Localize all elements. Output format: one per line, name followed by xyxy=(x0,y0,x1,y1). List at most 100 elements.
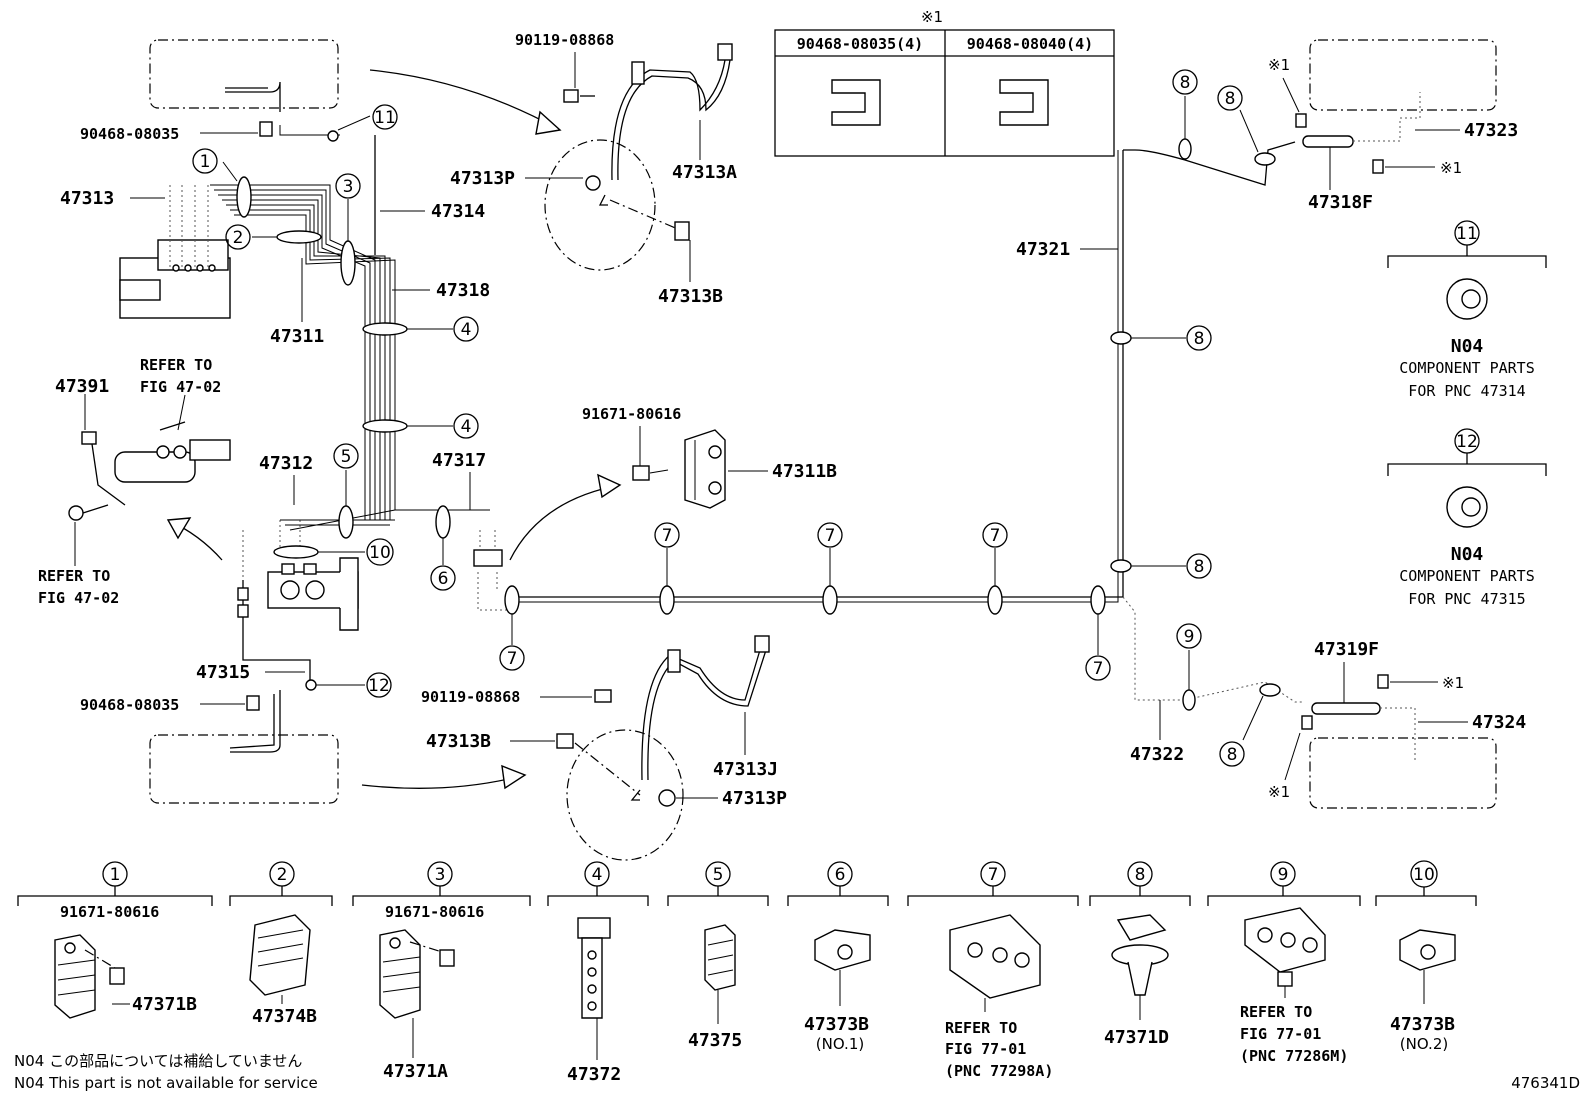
clamp-9 xyxy=(1182,689,1196,711)
front-brake-hose xyxy=(563,43,733,206)
footnote-jp: N04 この部品については補給していません xyxy=(14,1052,302,1070)
bottom-part-10: 10 47373B (NO.2) xyxy=(1375,860,1477,1053)
clamp-6 xyxy=(435,505,451,539)
label-47313A: 47313A xyxy=(672,162,737,183)
diagram-id: 476341D xyxy=(1511,1074,1580,1092)
svg-text:47373B: 47373B xyxy=(1390,1014,1455,1035)
label-47313: 47313 xyxy=(60,188,114,209)
svg-text:7: 7 xyxy=(988,865,999,885)
svg-text:(NO.2): (NO.2) xyxy=(1400,1035,1448,1053)
svg-text:3: 3 xyxy=(435,865,446,885)
joint-block xyxy=(473,549,503,567)
svg-text:※1: ※1 xyxy=(1268,783,1290,801)
bottom-part-2: 2 47374B xyxy=(229,861,333,1027)
brake-pipe-bundle xyxy=(210,184,396,520)
n04-box-12: 12 N04 COMPONENT PARTS FOR PNC 47315 xyxy=(1387,428,1547,608)
bottom-part-5: 5 47375 xyxy=(667,861,769,1051)
svg-text:REFER TO: REFER TO xyxy=(945,1019,1017,1037)
svg-text:5: 5 xyxy=(713,865,724,885)
bolt-47313B-bottom xyxy=(556,733,574,749)
clamp-47311B xyxy=(684,429,726,509)
clamp-8-lower-right xyxy=(1259,683,1281,697)
label-47314: 47314 xyxy=(431,201,485,222)
svg-text:7: 7 xyxy=(662,526,673,546)
label-47313B-top: 47313B xyxy=(658,286,723,307)
svg-text:47375: 47375 xyxy=(688,1030,742,1051)
clip-star-right xyxy=(1372,159,1384,174)
grommet-11 xyxy=(327,130,339,142)
component-parts-a: COMPONENT PARTS xyxy=(1399,359,1534,377)
svg-text:※1: ※1 xyxy=(1440,159,1462,177)
svg-text:8: 8 xyxy=(1225,89,1236,109)
svg-text:12: 12 xyxy=(368,676,390,696)
label-47323: 47323 xyxy=(1464,120,1518,141)
label-47317: 47317 xyxy=(432,450,486,471)
arrow-to-front-hose xyxy=(535,110,562,135)
label-47313J: 47313J xyxy=(713,759,778,780)
label-47315: 47315 xyxy=(196,662,250,683)
svg-text:8: 8 xyxy=(1194,557,1205,577)
refer-to-1: REFER TO xyxy=(140,356,212,374)
svg-text:10: 10 xyxy=(1413,865,1435,885)
callout-11 xyxy=(372,104,398,130)
n04-box-11: 11 N04 COMPONENT PARTS FOR PNC 47314 xyxy=(1387,220,1547,400)
callout-3 xyxy=(335,173,361,199)
clamp-7-b xyxy=(659,585,675,615)
clamp-8-upper-right xyxy=(1254,152,1276,166)
n04-label-b: N04 xyxy=(1451,544,1484,565)
callout-7-a xyxy=(499,645,525,671)
clamp-7-e xyxy=(1090,585,1106,615)
body-outline-rear-left xyxy=(149,734,339,804)
callout-7-c xyxy=(817,522,843,548)
label-47322: 47322 xyxy=(1130,744,1184,765)
pipe-main-rear xyxy=(510,150,1124,598)
n04-label-a: N04 xyxy=(1451,336,1484,357)
master-cylinder xyxy=(68,421,231,521)
callout-8-upper-right xyxy=(1217,85,1243,111)
svg-text:6: 6 xyxy=(835,865,846,885)
svg-text:47371A: 47371A xyxy=(383,1061,448,1082)
callout-5 xyxy=(333,443,359,469)
svg-text:(NO.1): (NO.1) xyxy=(816,1035,864,1053)
clamp-1 xyxy=(236,176,252,218)
callout-7-b xyxy=(654,522,680,548)
svg-text:4: 4 xyxy=(461,417,472,437)
label-47319F: 47319F xyxy=(1314,639,1379,660)
clamp-4-upper xyxy=(362,322,408,336)
svg-text:12: 12 xyxy=(1456,432,1478,452)
svg-text:9: 9 xyxy=(1278,865,1289,885)
svg-text:※1: ※1 xyxy=(1268,56,1290,74)
callout-8-low xyxy=(1186,553,1212,579)
svg-text:47374B: 47374B xyxy=(252,1006,317,1027)
svg-text:8: 8 xyxy=(1135,865,1146,885)
label-47391: 47391 xyxy=(55,376,109,397)
svg-text:11: 11 xyxy=(1456,224,1478,244)
bolt-47313B-top xyxy=(674,221,690,241)
clip-table: ※1 90468-08035(4) 90468-08040(4) xyxy=(774,8,1115,157)
svg-text:1: 1 xyxy=(110,865,121,885)
bottom-part-6: 6 47373B (NO.1) xyxy=(787,861,889,1053)
callout-8-top xyxy=(1172,69,1198,95)
label-91671-mid: 91671-80616 xyxy=(582,405,681,423)
svg-text:6: 6 xyxy=(438,569,449,589)
callout-10 xyxy=(366,538,394,566)
svg-text:8: 8 xyxy=(1227,745,1238,765)
valve-block-47312 xyxy=(267,557,359,631)
body-outline-front-right xyxy=(1309,39,1497,111)
component-pnc-b: FOR PNC 47315 xyxy=(1408,590,1525,608)
callout-1 xyxy=(192,148,218,174)
svg-text:4: 4 xyxy=(461,320,472,340)
clamp-8-low xyxy=(1110,559,1132,573)
label-47313B-bottom: 47313B xyxy=(426,731,491,752)
svg-text:3: 3 xyxy=(343,177,354,197)
bolt-90119-bottom xyxy=(594,689,612,703)
clamp-10 xyxy=(273,545,319,559)
hose-47319F xyxy=(1311,702,1381,715)
label-47312: 47312 xyxy=(259,453,313,474)
clamp-8-top xyxy=(1178,138,1192,160)
table-col-2: 90468-08040(4) xyxy=(967,35,1093,53)
label-90468-bottom: 90468-08035 xyxy=(80,696,179,714)
fig-ref-1: FIG 47-02 xyxy=(140,378,221,396)
svg-text:4: 4 xyxy=(592,865,603,885)
